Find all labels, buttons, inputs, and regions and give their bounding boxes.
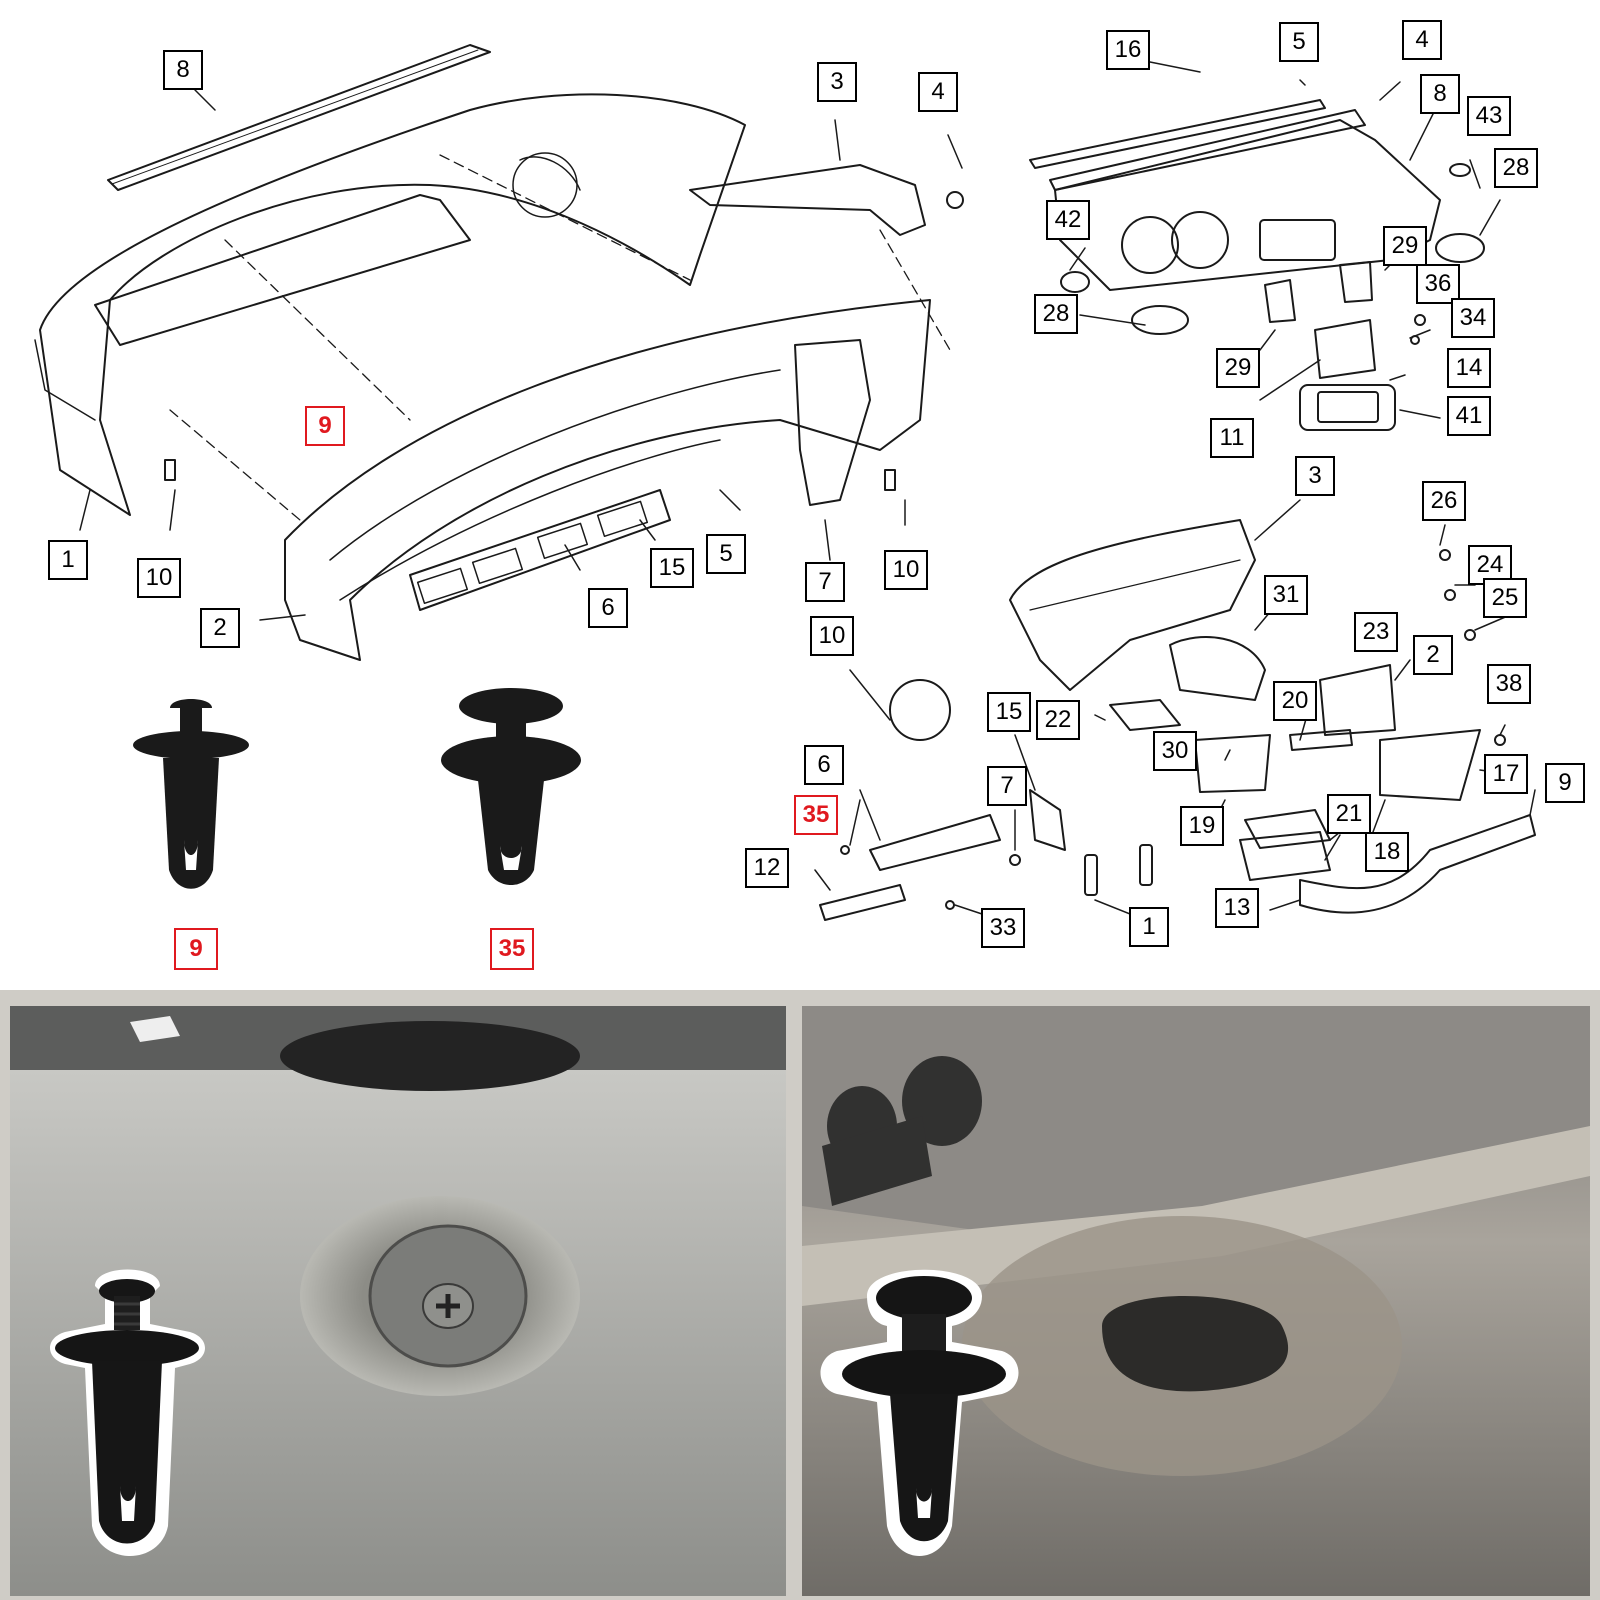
callout-label: 11	[1210, 418, 1254, 458]
callout-label: 7	[805, 562, 845, 602]
callout-label: 21	[1327, 794, 1371, 834]
diagram-drawing	[34, 44, 1536, 921]
callout-label: 2	[200, 608, 240, 648]
callout-label: 7	[987, 766, 1027, 806]
callout-label: 43	[1467, 96, 1511, 136]
callout-label: 20	[1273, 681, 1317, 721]
callout-label-highlighted: 35	[794, 795, 838, 835]
parts-diagram: 8 3 4 9 1 10 2 15 5 6 7 10 16 5 4 8 43 2…	[34, 20, 1585, 970]
callout-label: 8	[163, 50, 203, 90]
callout-label: 4	[918, 72, 958, 112]
callout-label: 25	[1483, 578, 1527, 618]
callout-label: 33	[981, 908, 1025, 948]
callout-label: 10	[137, 558, 181, 598]
callout-label-highlighted: 9	[305, 406, 345, 446]
push-rivet-screw-icon	[50, 1269, 205, 1556]
callout-label: 17	[1484, 754, 1528, 794]
callout-label: 22	[1036, 700, 1080, 740]
push-rivet-flat-icon	[820, 1269, 1019, 1556]
callout-label: 30	[1153, 731, 1197, 771]
callout-label: 3	[817, 62, 857, 102]
rear-fascia	[39, 93, 746, 516]
reinforcement-bar	[689, 164, 926, 236]
callout-label: 31	[1264, 575, 1308, 615]
callout-label: 8	[1420, 74, 1460, 114]
callout-label: 14	[1447, 348, 1491, 388]
callout-label: 29	[1383, 226, 1427, 266]
callout-label: 5	[1279, 22, 1319, 62]
callout-label: 13	[1215, 888, 1259, 928]
clip-label-9: 9	[174, 928, 218, 970]
callout-label: 6	[588, 588, 628, 628]
callout-label: 42	[1046, 200, 1090, 240]
callout-label: 15	[987, 692, 1031, 732]
clip-35-drawing	[441, 688, 581, 885]
clip-9-drawing	[133, 699, 249, 889]
callout-label: 9	[1545, 763, 1585, 803]
callout-label: 28	[1494, 148, 1538, 188]
callout-label: 5	[706, 534, 746, 574]
callout-label: 41	[1447, 396, 1491, 436]
callout-label: 36	[1416, 264, 1460, 304]
clip-label-35: 35	[490, 928, 534, 970]
callout-label: 18	[1365, 832, 1409, 872]
callout-label: 34	[1451, 298, 1495, 338]
callout-label: 4	[1402, 20, 1442, 60]
side-bracket	[794, 339, 871, 506]
callout-label: 1	[48, 540, 88, 580]
callout-label: 3	[1295, 456, 1335, 496]
dashboard-pad	[1054, 119, 1441, 291]
cross-car-beam	[1009, 519, 1256, 691]
photo-installed-clip-9	[10, 1006, 786, 1596]
callout-label: 10	[884, 550, 928, 590]
callout-label: 28	[1034, 294, 1078, 334]
callout-label: 23	[1354, 612, 1398, 652]
callout-label: 10	[810, 616, 854, 656]
callout-label: 29	[1216, 348, 1260, 388]
callout-label: 12	[745, 848, 789, 888]
callout-label: 16	[1106, 30, 1150, 70]
callout-label: 2	[1413, 635, 1453, 675]
lower-fascia	[284, 299, 931, 661]
callout-label: 38	[1487, 664, 1531, 704]
callout-label: 26	[1422, 481, 1466, 521]
callout-label: 6	[804, 745, 844, 785]
upper-trim-strip	[107, 44, 491, 191]
photo-installed-clip-35	[802, 1006, 1590, 1596]
step-pad	[409, 489, 671, 611]
callout-label: 15	[650, 548, 694, 588]
callout-label: 1	[1129, 907, 1169, 947]
callout-label: 19	[1180, 806, 1224, 846]
